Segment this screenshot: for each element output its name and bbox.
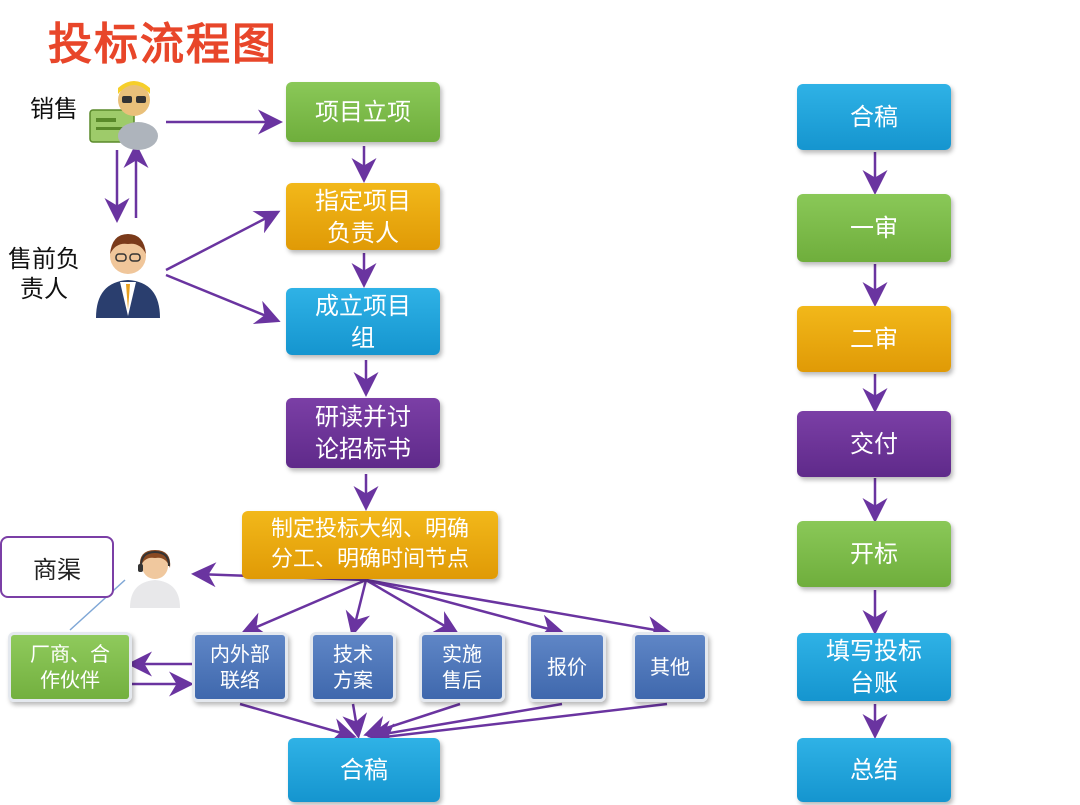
headset-person-icon: [130, 550, 180, 608]
flow-box-project-setup: 项目立项: [286, 82, 440, 142]
work-item-tech-solution: 技术 方案: [310, 632, 396, 702]
right-box-first-review: 一审: [797, 194, 951, 262]
flow-box-assign-owner: 指定项目 负责人: [286, 183, 440, 250]
arrow-other-merge: [371, 702, 668, 749]
flow-box-study-tender: 研读并讨 论招标书: [286, 398, 440, 468]
arrow-to-tech: [345, 579, 370, 637]
arrow-presales-to-assign: [165, 210, 281, 272]
right-box-bid-opening: 开标: [797, 521, 951, 587]
right-box-merge-draft: 合稿: [797, 84, 951, 150]
arrow-presales-to-team: [165, 273, 281, 324]
channel-box: 商渠: [0, 536, 114, 598]
role-presales-label: 售前负 责人: [8, 245, 80, 303]
work-item-quote: 报价: [528, 632, 606, 702]
work-item-other: 其他: [632, 632, 708, 702]
sales-person-icon: [89, 81, 158, 150]
arrow-to-quote: [365, 578, 565, 639]
arrow-tech-merge: [342, 703, 368, 739]
flow-box-plan-outline: 制定投标大纲、明确 分工、明确时间节点: [242, 511, 498, 579]
arrow-to-other: [365, 578, 672, 641]
arrow-internal-merge: [239, 702, 357, 743]
partner-box: 厂商、合 作伙伴: [8, 632, 132, 702]
right-box-second-review: 二审: [797, 306, 951, 372]
page-title: 投标流程图: [48, 19, 278, 70]
right-box-summary: 总结: [797, 738, 951, 802]
arrow-quote-merge: [367, 702, 563, 746]
right-box-bid-ledger: 填写投标 台账: [797, 633, 951, 701]
work-item-internal-contact: 内外部 联络: [192, 632, 288, 702]
work-item-impl-support: 实施 售后: [419, 632, 505, 702]
line-channel-to-partner: [69, 579, 126, 631]
arrow-to-internal: [240, 578, 367, 636]
flow-box-merge-draft: 合稿: [288, 738, 440, 802]
role-sales-label: 销售: [30, 95, 78, 123]
right-box-deliver: 交付: [797, 411, 951, 477]
arrow-to-impl: [365, 578, 460, 635]
presales-person-icon: [96, 234, 160, 318]
flow-box-form-team: 成立项目 组: [286, 288, 440, 355]
